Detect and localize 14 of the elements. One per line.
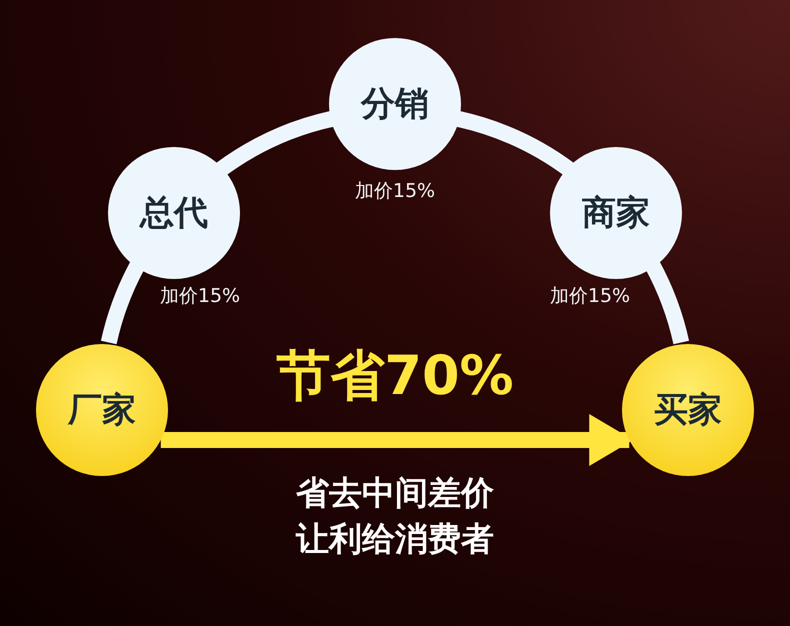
node-label: 买家	[654, 389, 722, 432]
markup-label: 加价15%	[160, 284, 240, 309]
node-label: 总代	[140, 192, 208, 235]
connector-arc	[216, 111, 335, 177]
node-label: 厂家	[68, 389, 136, 432]
connector-arc	[644, 260, 689, 344]
markup-label: 加价15%	[550, 284, 630, 309]
edge-label: 节省70%	[276, 343, 514, 409]
markup-label: 加价15%	[354, 179, 436, 204]
connector-arc	[101, 260, 146, 344]
note-text: 省去中间差价让利给消费者	[294, 472, 495, 560]
connector-arc	[455, 111, 574, 177]
node-label: 商家	[582, 192, 650, 235]
node-label: 分销	[361, 83, 429, 126]
